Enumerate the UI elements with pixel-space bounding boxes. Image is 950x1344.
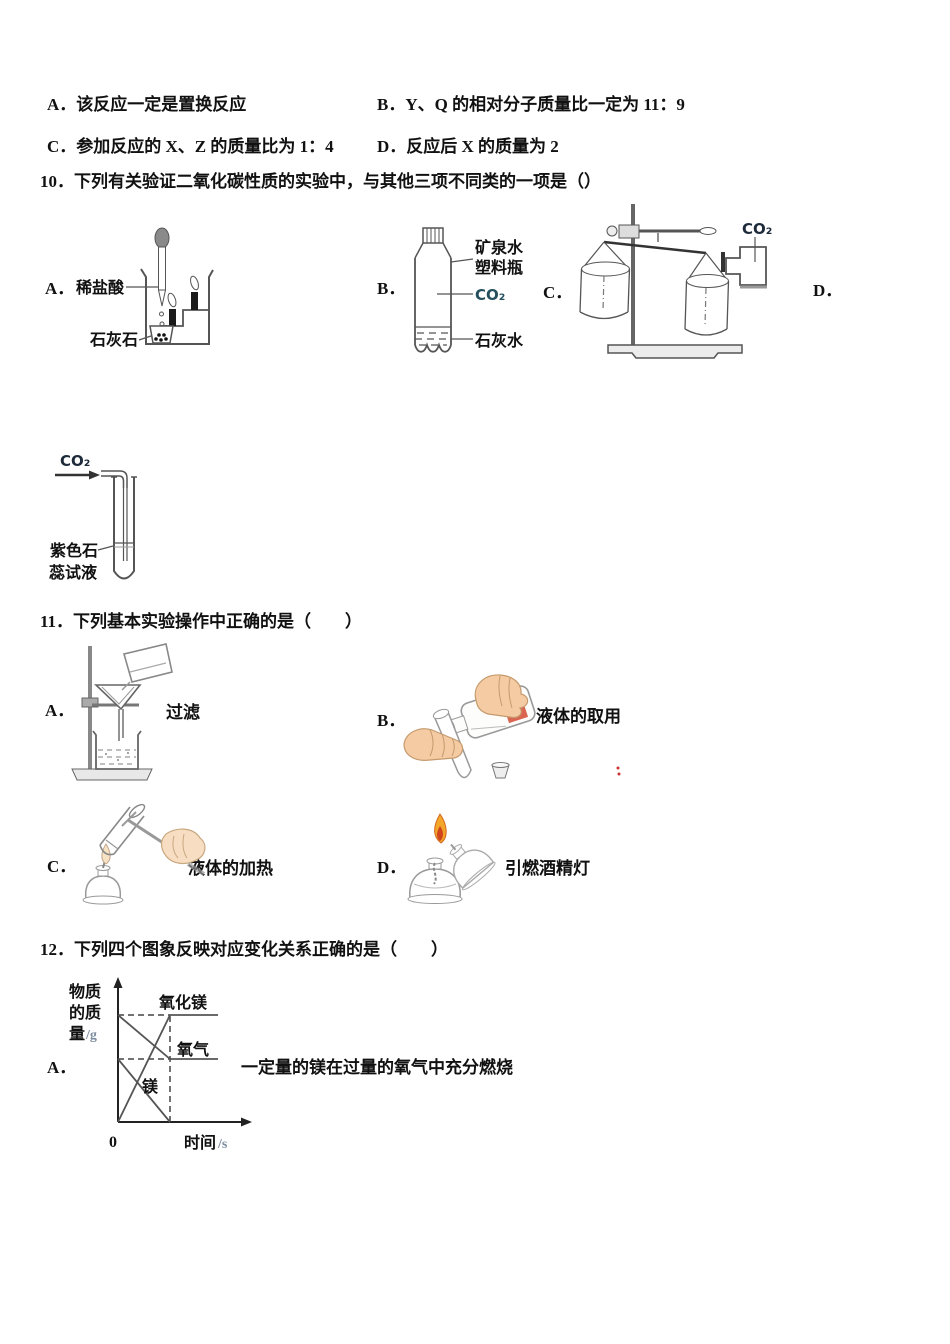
plastic-bottle — [414, 227, 452, 353]
balance-beam — [603, 240, 707, 255]
q11-option-c-letter: C． — [47, 857, 76, 876]
q10-label-limewater: 石灰水 — [474, 331, 524, 350]
q10-option-d-letter: D． — [813, 281, 840, 300]
axes — [113, 977, 252, 1127]
q11-caption-liquid-taking: 液体的取用 — [536, 706, 621, 726]
alcohol-lamp-tilted — [449, 843, 496, 891]
series-label-mg: 镁 — [142, 1077, 158, 1096]
alcohol-lamp-bottom — [407, 857, 463, 904]
q10-option-b-letter: B． — [377, 279, 405, 298]
q11-option-b-letter: B． — [377, 711, 405, 730]
q11-option-d-letter: D． — [377, 858, 406, 877]
y-axis-label-3: 量 — [69, 1025, 85, 1043]
dropper-icon — [154, 227, 170, 327]
co2-pouring-box — [721, 246, 767, 289]
right-paper-bag — [684, 252, 730, 336]
x-axis-unit: /s — [217, 1137, 228, 1152]
funnel — [94, 684, 142, 741]
q10-stem: 10．下列有关验证二氧化碳性质的实验中，与其他三项不同类的一项是（） — [40, 172, 601, 191]
q10-label-limestone: 石灰石 — [89, 330, 138, 349]
q10-figure-b-bottle-diagram: B． 矿泉水 塑料瓶 CO₂ 石灰水 — [377, 227, 524, 353]
hand-holding-bottle — [474, 674, 529, 719]
co2-arrow-icon — [55, 470, 100, 480]
alcohol-lamp — [82, 843, 124, 905]
iron-stand — [71, 646, 153, 781]
flame-icon — [434, 813, 447, 844]
candle-icons — [167, 275, 199, 326]
q11-figure-b-pouring-liquid-diagram: B． 液体的取用 — [377, 674, 621, 779]
test-tube — [111, 476, 137, 580]
q10-label-co2-d: CO₂ — [60, 452, 90, 470]
q10-label-litmus-1: 紫色石 — [50, 541, 98, 560]
test-tube-tilted — [99, 803, 146, 856]
q10-figure-c-balance-diagram: C． D． C — [543, 204, 840, 359]
q11-figure-c-heating-liquid-diagram: C． 液体的加热 — [47, 803, 273, 905]
y-axis-label-1: 物质 — [69, 982, 101, 1001]
iron-stand — [606, 204, 743, 359]
q12-option-a-letter: A． — [47, 1058, 77, 1077]
q9-option-b: B．Y、Q 的相对分子质量比一定为 11：9 — [377, 95, 685, 114]
x-axis-label: 时间 — [184, 1133, 216, 1152]
q11-figure-d-light-lamp-diagram: D． 引燃酒精灯 — [377, 813, 590, 904]
dashed-guides — [118, 1014, 171, 1122]
hand-holding-tube — [403, 728, 464, 761]
q10-figure-a-limestone-candles-diagram: A． 稀盐酸 石灰石 — [45, 227, 214, 349]
q10-label-co2-c: CO₂ — [742, 220, 772, 238]
q11-option-a-letter: A． — [45, 701, 74, 720]
q10-option-c-letter: C． — [543, 283, 572, 302]
q10-label-mineral-water-2: 塑料瓶 — [475, 258, 523, 277]
q12-option-a-description: 一定量的镁在过量的氧气中充分燃烧 — [241, 1058, 513, 1077]
q12-mass-time-graph: 氧化镁 氧气 镁 物质 的质 量 /g 0 时间 /s — [69, 977, 252, 1152]
left-paper-bag — [579, 241, 631, 320]
origin-label: 0 — [109, 1134, 117, 1151]
q10-label-mineral-water-1: 矿泉水 — [475, 238, 524, 257]
series-o2-line — [117, 1014, 218, 1060]
q11-stem: 11．下列基本实验操作中正确的是（ ） — [40, 612, 363, 631]
q12-stem: 12．下列四个图象反映对应变化关系正确的是（ ） — [40, 940, 448, 959]
q11-caption-heating: 液体的加热 — [188, 858, 273, 878]
q10-figure-d-litmus-tube-diagram: CO₂ 紫色石 蕊试液 — [49, 452, 137, 582]
q9-option-c: C．参加反应的 X、Z 的质量比为 1：4 — [47, 137, 334, 156]
q10-label-litmus-2: 蕊试液 — [49, 563, 98, 582]
delivery-tube — [101, 470, 128, 561]
series-label-mgo: 氧化镁 — [158, 993, 207, 1012]
pouring-beaker — [121, 643, 173, 691]
q11-caption-filtration: 过滤 — [166, 702, 200, 722]
q11-caption-light-lamp: 引燃酒精灯 — [505, 858, 590, 878]
series-label-o2: 氧气 — [176, 1040, 209, 1059]
series-mg-line — [117, 1058, 171, 1123]
q10-label-co2-b: CO₂ — [475, 286, 505, 304]
q9-option-a: A．该反应一定是置换反应 — [47, 95, 247, 114]
y-axis-label-2: 的质 — [69, 1003, 101, 1022]
q10-label-dilute-hcl: 稀盐酸 — [76, 278, 125, 297]
series-mgo-line — [117, 1014, 218, 1123]
y-axis-unit: /g — [85, 1028, 97, 1043]
receiving-beaker — [92, 730, 142, 770]
bottle-stopper — [491, 762, 510, 779]
tube-clamp-and-hand — [121, 811, 206, 876]
limestone-cup — [149, 325, 174, 344]
q11-figure-a-filtration-diagram: A． 过滤 — [45, 643, 200, 781]
q10-option-a-letter: A． — [45, 279, 74, 298]
q9-option-d: D．反应后 X 的质量为 2 — [377, 137, 559, 156]
